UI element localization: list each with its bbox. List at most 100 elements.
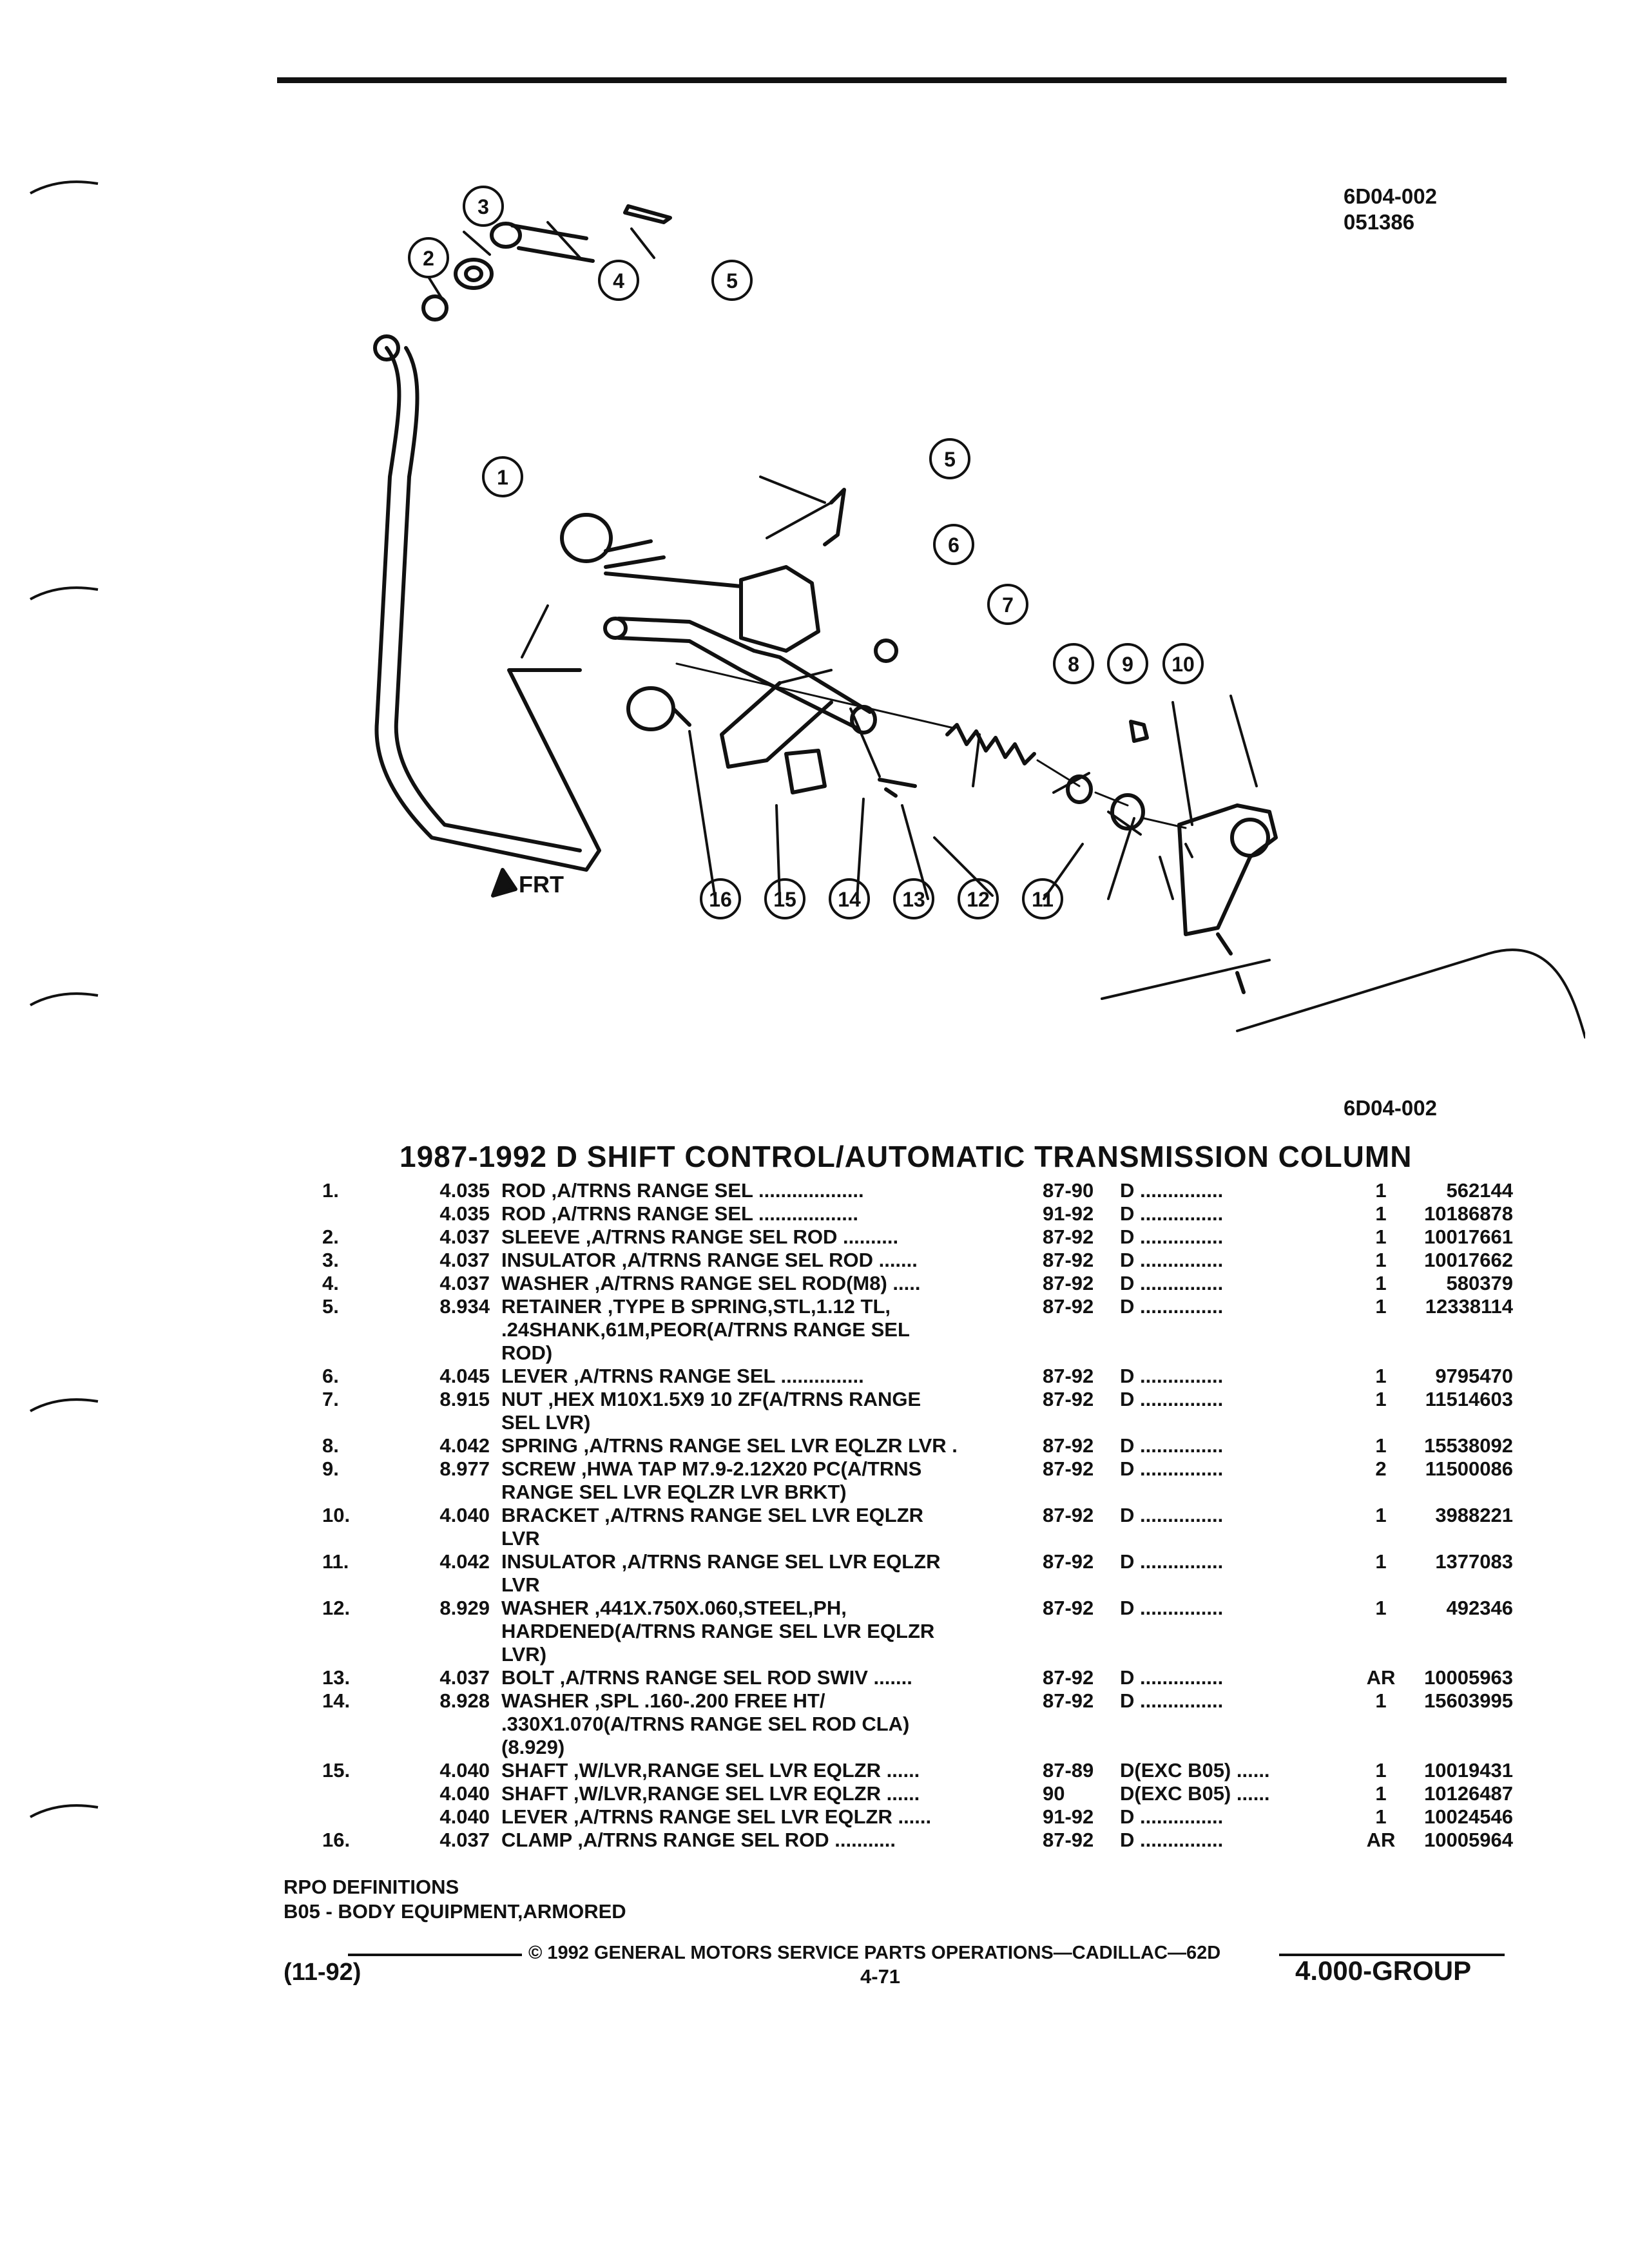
model-years: 87-89 — [1043, 1759, 1094, 1782]
usage-code: D ............... — [1120, 1550, 1224, 1573]
part-index: 16. — [322, 1829, 351, 1851]
usage-code: D ............... — [1120, 1805, 1224, 1828]
insulator — [454, 258, 494, 290]
quantity: 1 — [1375, 1202, 1387, 1225]
quantity: 1 — [1375, 1272, 1387, 1294]
callout-1: 1 — [497, 466, 508, 489]
quantity: 1 — [1375, 1759, 1387, 1782]
model-years: 87-92 — [1043, 1689, 1094, 1712]
callout-12: 12 — [967, 888, 990, 911]
model-years: 91-92 — [1043, 1202, 1094, 1225]
quantity: 1 — [1375, 1365, 1387, 1387]
part-number: 492346 — [1446, 1597, 1513, 1619]
part-description: CLAMP ,A/TRNS RANGE SEL ROD ........... — [501, 1829, 896, 1851]
model-years: 87-92 — [1043, 1388, 1094, 1410]
part-index: 13. — [322, 1666, 351, 1689]
model-years: 87-92 — [1043, 1597, 1094, 1619]
group-number: 4.042 — [439, 1550, 490, 1573]
model-years: 87-92 — [1043, 1272, 1094, 1294]
front-arrow-icon — [491, 868, 517, 898]
part-index: 11. — [322, 1550, 349, 1573]
header-rule — [277, 77, 1507, 83]
page-number: 4-71 — [860, 1965, 901, 1988]
group-number: 4.037 — [439, 1666, 490, 1689]
equalizer-bracket — [1177, 803, 1278, 936]
usage-code: D ............... — [1120, 1225, 1224, 1248]
part-number: 11500086 — [1425, 1457, 1513, 1480]
group-number: 4.045 — [439, 1365, 490, 1387]
part-number: 12338114 — [1425, 1295, 1513, 1318]
part-description: LEVER ,A/TRNS RANGE SEL ............... — [501, 1365, 864, 1387]
part-number: 3988221 — [1435, 1504, 1513, 1526]
group-number: 4.037 — [439, 1225, 490, 1248]
quantity: 1 — [1375, 1225, 1387, 1248]
callout-15: 15 — [773, 888, 796, 911]
group-number: 8.934 — [439, 1295, 490, 1318]
special-washer — [784, 749, 827, 794]
part-index: 10. — [322, 1504, 351, 1526]
callout-5b: 5 — [944, 448, 956, 471]
usage-code: D ............... — [1120, 1179, 1224, 1202]
callout-4: 4 — [613, 269, 624, 293]
part-index: 12. — [322, 1597, 351, 1619]
footer-rule-left — [348, 1954, 522, 1956]
part-index: 5. — [322, 1295, 339, 1318]
section-title: 1987-1992 D SHIFT CONTROL/AUTOMATIC TRAN… — [400, 1140, 1412, 1173]
part-number: 15603995 — [1424, 1689, 1513, 1712]
binder-mark — [30, 1398, 99, 1412]
insulator-11 — [1110, 793, 1145, 831]
quantity: 1 — [1375, 1597, 1387, 1619]
callout-8: 8 — [1068, 653, 1079, 676]
model-years: 87-92 — [1043, 1457, 1094, 1480]
part-description: ROD ,A/TRNS RANGE SEL ..................… — [501, 1179, 864, 1202]
table-row: 13. 4.037 BOLT ,A/TRNS RANGE SEL ROD SWIV … — [322, 1666, 1513, 1689]
usage-code: D ............... — [1120, 1829, 1224, 1851]
part-number: 10126487 — [1424, 1782, 1513, 1805]
quantity: 1 — [1375, 1504, 1387, 1526]
part-description: BOLT ,A/TRNS RANGE SEL ROD SWIV ....... — [501, 1666, 912, 1689]
part-number: 10005964 — [1424, 1829, 1513, 1851]
part-number: 11514603 — [1425, 1388, 1513, 1410]
callout-2: 2 — [423, 247, 434, 270]
frt-label: FRT — [519, 871, 564, 898]
quantity: 1 — [1375, 1434, 1387, 1457]
part-number: 10019431 — [1424, 1759, 1513, 1782]
part-index — [322, 1782, 374, 1805]
group-number: 4.042 — [439, 1434, 490, 1457]
quantity: AR — [1366, 1666, 1396, 1689]
part-number: 10005963 — [1424, 1666, 1513, 1689]
binder-mark — [30, 586, 99, 601]
range-selector-rod — [374, 346, 601, 872]
group-number: 4.035 — [439, 1179, 490, 1202]
usage-code: D ............... — [1120, 1689, 1224, 1712]
callout-10: 10 — [1171, 653, 1195, 676]
sleeve — [421, 294, 448, 322]
part-number: 10024546 — [1424, 1805, 1513, 1828]
part-index: 1. — [322, 1179, 339, 1202]
part-number: 1377083 — [1435, 1550, 1513, 1573]
part-index — [322, 1805, 374, 1829]
model-years: 87-92 — [1043, 1829, 1094, 1851]
binder-mark — [30, 180, 99, 195]
spring-retainer — [623, 204, 672, 224]
quantity: 1 — [1375, 1388, 1387, 1410]
part-number: 562144 — [1446, 1179, 1513, 1202]
part-index — [322, 1202, 374, 1225]
part-description: SHAFT ,W/LVR,RANGE SEL LVR EQLZR ...... — [501, 1782, 920, 1805]
model-years: 87-92 — [1043, 1295, 1094, 1318]
callout-7: 7 — [1002, 593, 1014, 617]
revision-date: (11-92) — [284, 1959, 361, 1986]
group-number: 4.037 — [439, 1249, 490, 1271]
group-number: 8.928 — [439, 1689, 490, 1712]
